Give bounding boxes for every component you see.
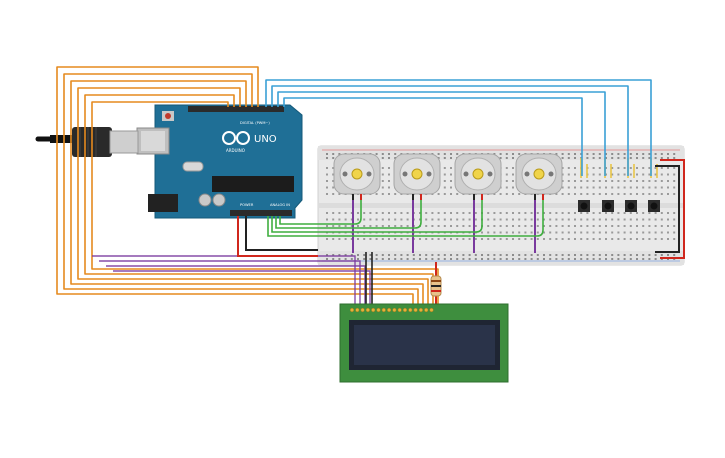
resistor [430,262,442,308]
dc-motors [333,153,563,253]
arduino-logo-icon [222,131,250,145]
lcd-pin-header [349,307,434,313]
dc-motor[interactable] [454,153,502,253]
pushbuttons [578,158,660,212]
arduino-uno-board[interactable]: UNO ARDUINO DIGITAL (PWM~) POWER ANALOG … [136,104,303,219]
power-and-ground-wires [237,159,685,259]
motor-analog-wires [267,200,544,237]
dc-motor[interactable] [515,153,563,253]
dc-motor[interactable] [393,153,441,253]
power-header-label: POWER [240,203,254,207]
lcd-data-wires [56,66,439,308]
dc-motor[interactable] [333,153,381,253]
lcd-16x2[interactable] [339,303,509,383]
board-brand-label: ARDUINO [226,148,245,153]
board-model-label: UNO [254,134,277,145]
analog-header-label: ANALOG IN [270,203,290,207]
digital-header-label: DIGITAL (PWM~) [240,121,270,125]
button-signal-wires [265,79,652,176]
usb-cable [35,127,139,157]
pushbutton[interactable] [578,158,590,212]
